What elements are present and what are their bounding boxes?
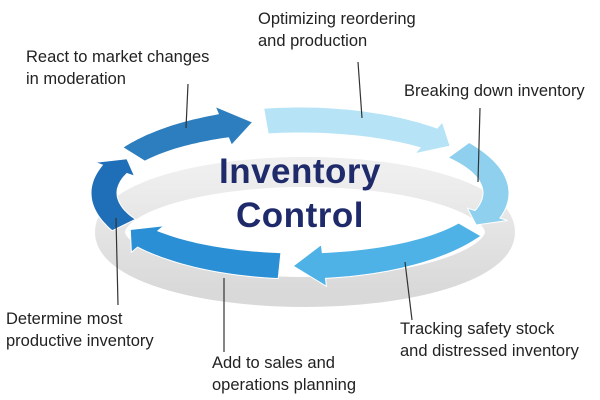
label-add-to-sales-planning: Add to sales and operations planning	[212, 354, 357, 394]
label-react-market-changes: React to market changes in moderation	[26, 48, 210, 88]
shadow-ring	[95, 157, 515, 307]
leader-line-market-changes	[185, 83, 189, 129]
leader-line-productive	[115, 217, 119, 306]
leader-line-safety-stock	[404, 261, 413, 321]
arrow-react-market-changes	[121, 105, 254, 162]
leader-line-reordering	[357, 61, 363, 119]
arrow-tracking-safety-stock	[292, 222, 482, 288]
cycle-arrows	[90, 105, 510, 288]
label-tracking-safety-stock: Tracking safety stock and distressed inv…	[400, 320, 579, 360]
label-breaking-down-inventory: Breaking down inventory	[404, 82, 585, 100]
leader-line-breaking-down	[477, 107, 481, 183]
title-line-1: Inventory	[218, 152, 382, 191]
title-line-2: Control	[236, 196, 364, 235]
arrow-add-to-sales-planning	[129, 225, 282, 280]
label-determine-productive: Determine most productive inventory	[6, 310, 154, 350]
diagram-title: Inventory Control	[195, 150, 405, 238]
arrow-determine-productive	[90, 158, 137, 232]
label-optimizing-reordering: Optimizing reordering and production	[258, 10, 416, 50]
leader-lines	[115, 61, 481, 352]
arrow-optimizing-reordering	[263, 106, 451, 155]
arrow-breaking-down-inventory	[447, 141, 510, 226]
